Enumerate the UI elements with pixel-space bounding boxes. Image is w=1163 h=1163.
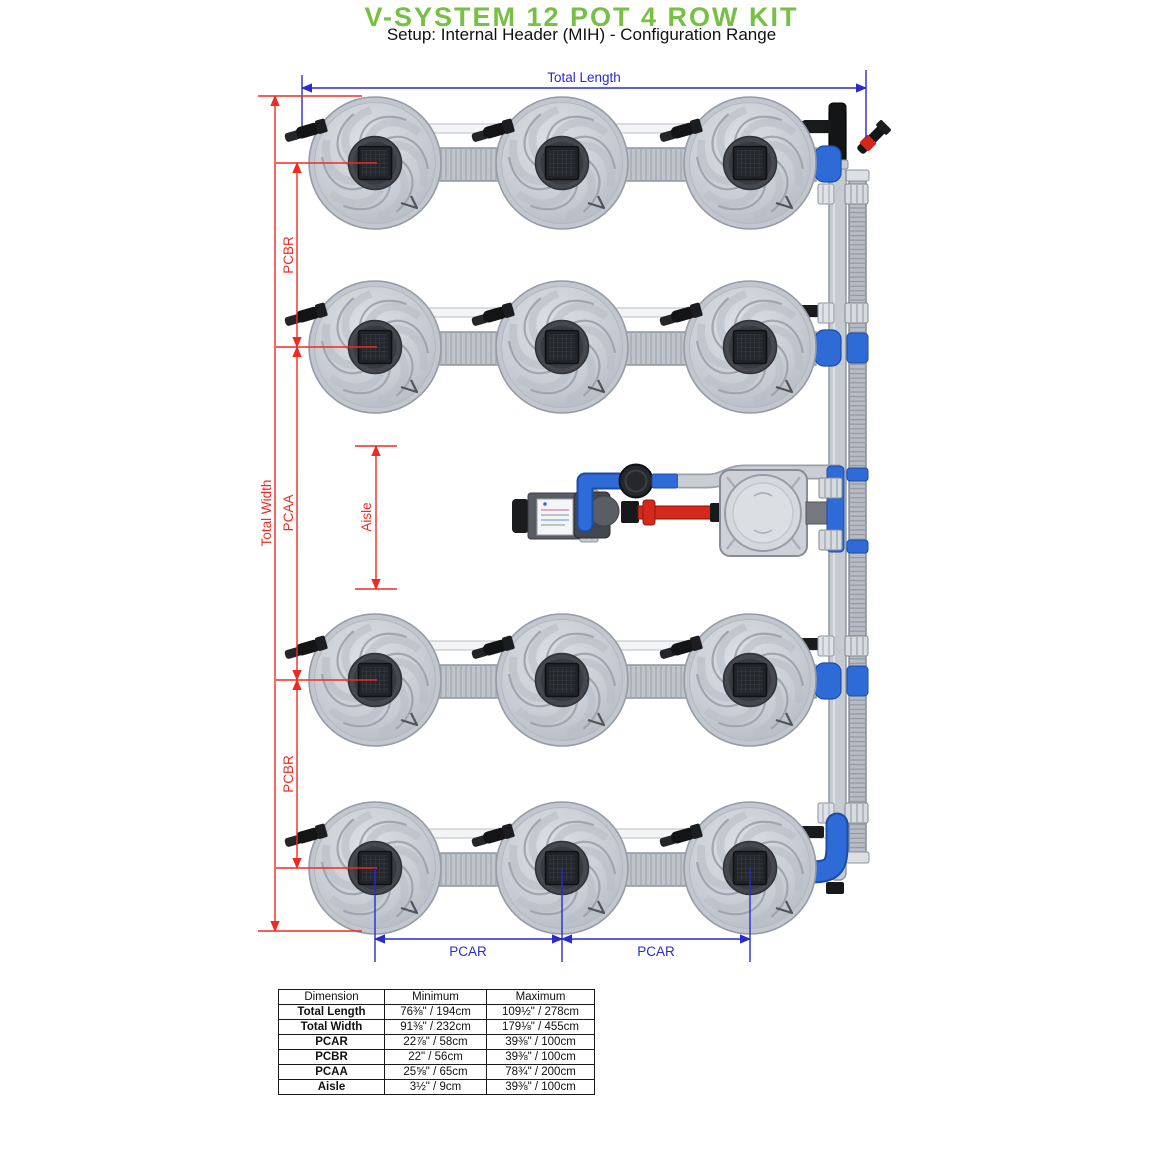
table-row: Aisle 3½" / 9cm 39⅜" / 100cm [278, 1079, 595, 1095]
row-max: 179⅛" / 455cm [486, 1019, 595, 1035]
dim-pcar: PCAR PCAR [373, 868, 752, 962]
drain-hose [845, 169, 870, 864]
col-header-minimum: Minimum [384, 989, 487, 1005]
row-max: 39⅜" / 100cm [486, 1049, 595, 1065]
pcar-label: PCAR [637, 944, 675, 959]
table-row: PCAA 25⅝" / 65cm 78¾" / 200cm [278, 1064, 595, 1080]
row-min: 3½" / 9cm [384, 1079, 487, 1095]
row-max: 78¾" / 200cm [486, 1064, 595, 1080]
page-title: V-SYSTEM 12 POT 4 ROW KIT [364, 2, 799, 32]
row-min: 25⅝" / 65cm [384, 1064, 487, 1080]
red-valve [642, 499, 656, 526]
row-max: 39⅜" / 100cm [486, 1079, 595, 1095]
col-header-dimension: Dimension [278, 989, 385, 1005]
dimension-layer: Total Length Total Width PCBR PCAA PCBR … [258, 70, 868, 962]
reservoir [719, 469, 808, 557]
row-max: 109½" / 278cm [486, 1004, 595, 1020]
drain-valve [857, 120, 891, 154]
pump-label [536, 498, 574, 536]
row-max: 39⅜" / 100cm [486, 1034, 595, 1050]
aisle-label: Aisle [359, 502, 374, 531]
row-min: 22⅞" / 58cm [384, 1034, 487, 1050]
dim-total-length: Total Length [300, 70, 868, 138]
pcaa-label: PCAA [281, 495, 296, 532]
table-row: PCAR 22⅞" / 58cm 39⅜" / 100cm [278, 1034, 595, 1050]
row-label: PCBR [278, 1049, 385, 1065]
dim-pcaa: PCAA [281, 345, 302, 682]
dimension-table: Dimension Minimum Maximum Total Length 7… [278, 989, 595, 1095]
pcbr-label: PCBR [281, 236, 296, 274]
col-header-maximum: Maximum [486, 989, 595, 1005]
table-row: PCBR 22" / 56cm 39⅜" / 100cm [278, 1049, 595, 1065]
pcbr-label: PCBR [281, 755, 296, 793]
page-subtitle: Setup: Internal Header (MIH) - Configura… [386, 25, 777, 44]
row-label: Aisle [278, 1079, 385, 1095]
row-min: 22" / 56cm [384, 1049, 487, 1065]
row-min: 76⅜" / 194cm [384, 1004, 487, 1020]
row-min: 91⅜" / 232cm [384, 1019, 487, 1035]
dim-total-width: Total Width [258, 94, 362, 933]
row-label: PCAR [278, 1034, 385, 1050]
row-label: Total Length [278, 1004, 385, 1020]
dim-aisle: Aisle [355, 444, 397, 591]
total-width-label: Total Width [259, 480, 274, 547]
blue-fitting [651, 473, 679, 489]
row-label: Total Width [278, 1019, 385, 1035]
coupler [621, 501, 639, 523]
dim-pcbr-bottom: PCBR [281, 678, 302, 870]
row-label: PCAA [278, 1064, 385, 1080]
reservoir-outlet-fitting [805, 501, 829, 525]
total-length-label: Total Length [547, 70, 621, 85]
table-row: Total Length 76⅜" / 194cm 109½" / 278cm [278, 1004, 595, 1020]
dim-pcbr-top: PCBR [281, 161, 302, 349]
table-row: Total Width 91⅜" / 232cm 179⅛" / 455cm [278, 1019, 595, 1035]
table-header-row: Dimension Minimum Maximum [278, 989, 595, 1005]
pcar-label: PCAR [449, 944, 487, 959]
pump-assembly [512, 463, 869, 557]
pump-end-cap [512, 499, 529, 533]
